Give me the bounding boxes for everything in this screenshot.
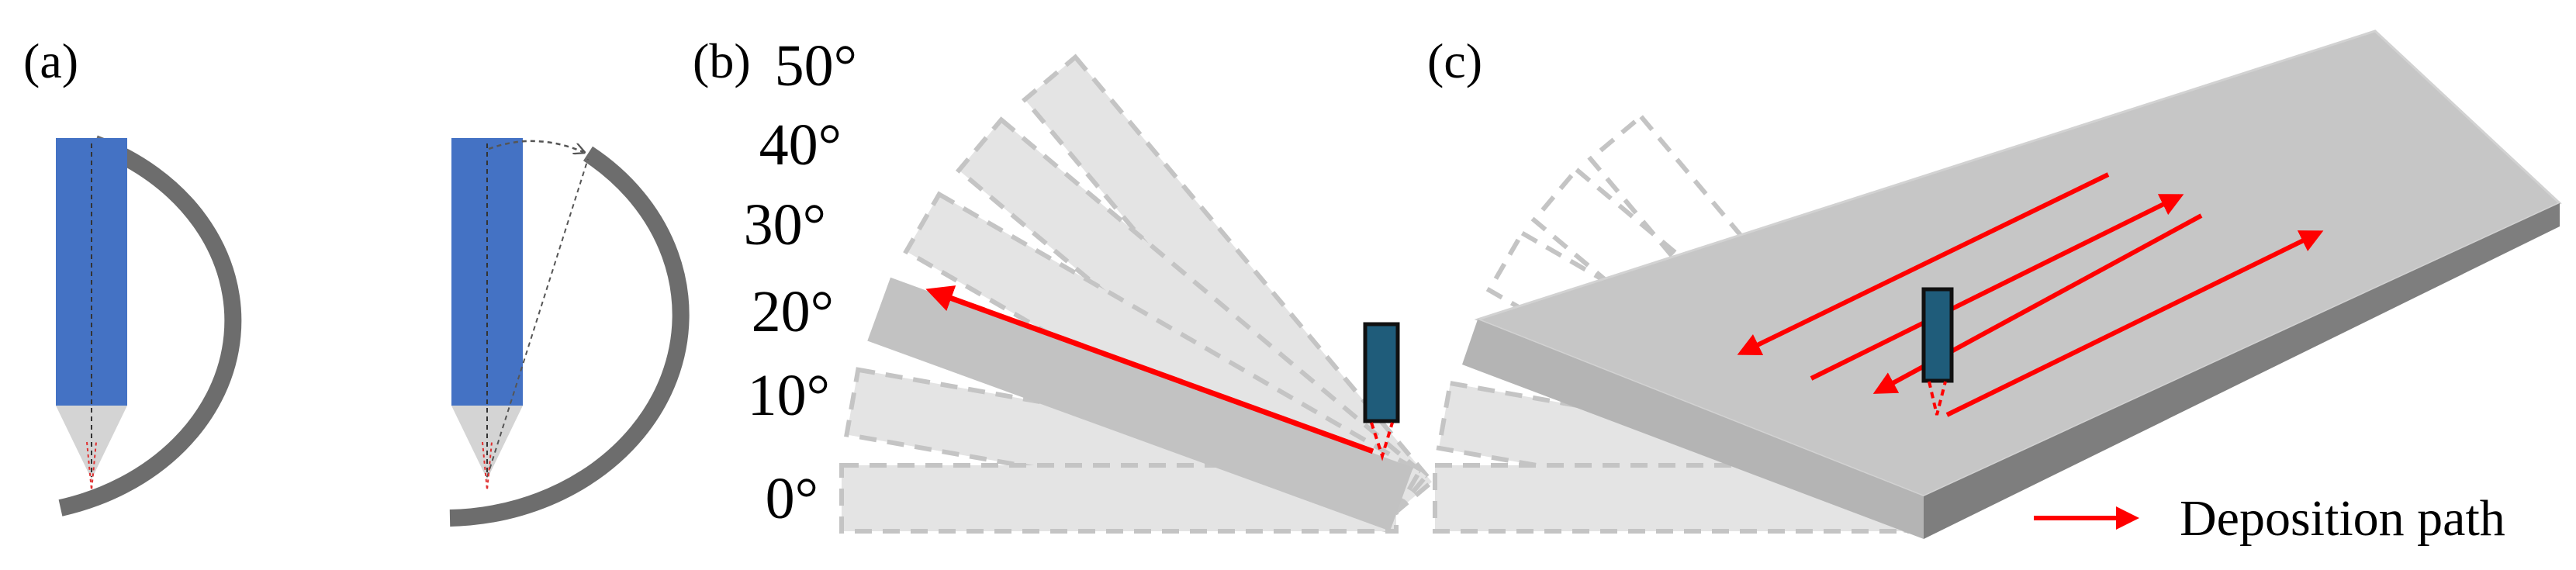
nozzle-dark-c [1921,287,1954,383]
ring-arc-2 [449,146,690,527]
angle-label-10: 10° [748,363,830,428]
path-c-1 [1737,172,2110,355]
nozzle-setup-1 [56,135,242,516]
angle-label-50: 50° [775,33,857,98]
ring-arc-1 [58,135,242,516]
panel-a-label: (a) [23,33,78,88]
nozzle-setup-2 [449,138,690,527]
angle-labels: 50° 40° 30° 20° 10° 0° [744,33,857,531]
nozzle-dark-b [1363,322,1400,423]
angle-label-20: 20° [752,279,834,344]
panel-b: (b) 50° 40° 30° 20° 10° 0° [693,33,1436,534]
deposition-path-b [925,285,1374,454]
spray-cone-c [1928,381,1947,416]
spray-nozzle-b [1363,322,1400,461]
rotated-axis-2 [486,158,589,478]
panel-b-label: (b) [693,33,751,88]
spray-cone-b [1370,422,1394,461]
legend: Deposition path [2034,490,2505,547]
slab-right-face [1924,203,2560,539]
slab-front-face [1462,320,1924,539]
slab-3d [1462,29,2562,539]
path-c-2 [1810,194,2184,381]
deposition-paths-c [1737,172,2324,417]
angle-label-0: 0° [766,466,818,531]
legend-label: Deposition path [2180,490,2505,547]
path-c-4 [1945,230,2324,417]
spray-nozzle-c [1921,287,1954,416]
panel-c-label: (c) [1427,33,1482,88]
rotation-arrow [488,140,583,152]
angle-label-30: 30° [744,192,826,257]
tilted-plates [839,54,1436,534]
panel-c: (c) Deposition path [1427,29,2562,547]
angle-label-40: 40° [759,112,842,178]
panel-a: (a) [23,33,690,527]
